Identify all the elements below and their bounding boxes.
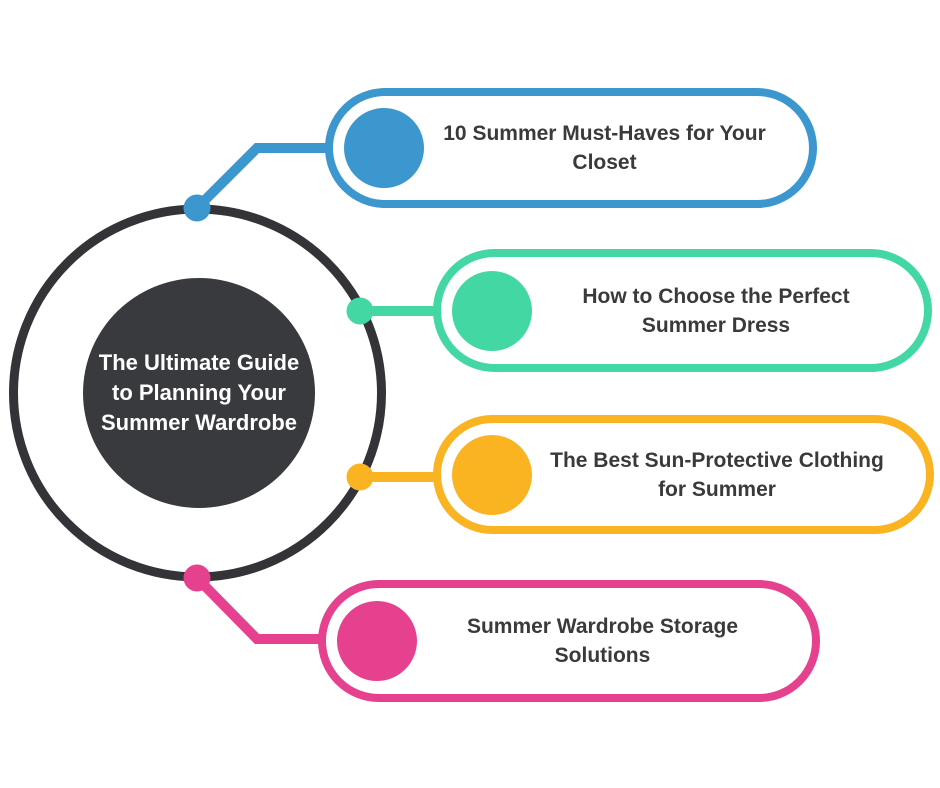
- pill-bullet-circle: [344, 108, 424, 188]
- label-line: How to Choose the Perfect: [582, 284, 850, 308]
- central-title-line: Summer Wardrobe: [100, 410, 297, 435]
- topic-pill-summer-must-haves: 10 Summer Must-Haves for Your Closet: [325, 88, 817, 208]
- ring-node-dot-branch-2: [346, 297, 374, 325]
- ring-node-dot-branch-4: [183, 564, 211, 592]
- label-line: for Summer: [658, 477, 776, 501]
- pill-bullet-circle: [452, 434, 532, 515]
- topic-pill-label: The Best Sun-Protective Clothing for Sum…: [532, 446, 926, 504]
- topic-pill-wardrobe-storage: Summer Wardrobe Storage Solutions: [318, 580, 820, 702]
- pill-bullet-circle: [337, 601, 417, 681]
- label-line: Solutions: [554, 644, 651, 667]
- topic-pill-perfect-summer-dress: How to Choose the Perfect Summer Dress: [433, 249, 932, 372]
- topic-pill-label: How to Choose the Perfect Summer Dress: [532, 282, 924, 340]
- central-topic-title: The Ultimate Guide to Planning Your Summ…: [99, 348, 299, 438]
- pill-bullet-circle: [452, 270, 532, 351]
- central-title-line: The Ultimate Guide: [98, 350, 300, 375]
- label-line: 10 Summer Must-Haves for Your: [443, 122, 766, 145]
- label-line: The Best Sun-Protective Clothing: [550, 448, 884, 472]
- ring-node-dot-branch-3: [346, 463, 374, 491]
- topic-pill-sun-protective-clothing: The Best Sun-Protective Clothing for Sum…: [433, 415, 934, 534]
- central-topic-circle: The Ultimate Guide to Planning Your Summ…: [83, 278, 315, 508]
- ring-node-dot-branch-1: [183, 194, 211, 222]
- topic-pill-label: Summer Wardrobe Storage Solutions: [417, 612, 812, 670]
- topic-pill-label: 10 Summer Must-Haves for Your Closet: [424, 119, 809, 177]
- label-line: Summer Wardrobe Storage: [466, 615, 739, 638]
- label-line: Closet: [572, 151, 637, 174]
- label-line: Summer Dress: [641, 313, 791, 337]
- central-title-line: to Planning Your: [112, 380, 286, 405]
